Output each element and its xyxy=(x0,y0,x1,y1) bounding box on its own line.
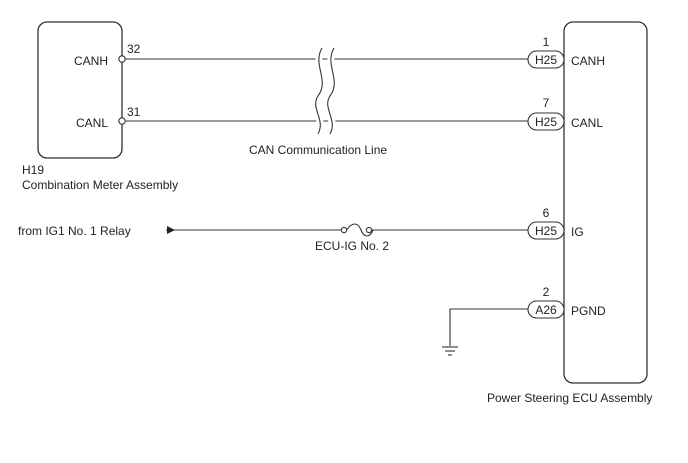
ecu-pin-pgnd-signal: PGND xyxy=(571,304,606,318)
ecu-pin-ig-signal: IG xyxy=(571,225,584,239)
ecu-ig-connector-shape xyxy=(527,221,565,240)
can-communication-line-label: CAN Communication Line xyxy=(249,143,387,157)
ecu-pin-canh-number: 1 xyxy=(543,35,550,49)
ground-wire xyxy=(449,308,528,346)
meter-pin-canl-number: 31 xyxy=(127,105,141,119)
fuse-label: ECU-IG No. 2 xyxy=(315,239,389,253)
ecu-pin-canl-number: 7 xyxy=(543,96,550,110)
ecu-pin-pgnd-connector: A26 xyxy=(535,303,557,317)
meter-canl-terminal xyxy=(118,117,126,125)
ecu-pin-pgnd-number: 2 xyxy=(543,285,550,299)
ecu-pin-canh-signal: CANH xyxy=(571,54,605,68)
ecu-canl-connector-shape xyxy=(527,112,565,131)
meter-canh-terminal xyxy=(118,55,126,63)
ecu-pin-canl: 7 H25 CANL xyxy=(527,96,603,131)
ecu-pin-pgnd: 2 A26 PGND xyxy=(527,285,606,319)
meter-pin-canh-number: 32 xyxy=(127,42,141,56)
fuse-icon xyxy=(340,223,374,237)
arrow-icon xyxy=(167,226,175,234)
ecu-pin-ig: 6 H25 IG xyxy=(527,206,584,240)
ecu-pin-canl-connector: H25 xyxy=(535,115,557,129)
ecu-canh-connector-shape xyxy=(527,50,565,69)
power-source-label: from IG1 No. 1 Relay xyxy=(18,224,131,238)
ecu-pin-canh: 1 H25 CANH xyxy=(527,35,605,69)
ecu-pin-ig-number: 6 xyxy=(543,206,550,220)
ecu-pgnd-connector-shape xyxy=(527,300,565,319)
meter-pin-canl-signal: CANL xyxy=(76,116,108,130)
meter-assembly-name: Combination Meter Assembly xyxy=(22,178,178,192)
ecu-pin-canh-connector: H25 xyxy=(535,53,557,67)
ecu-pin-ig-connector: H25 xyxy=(535,224,557,238)
twisted-pair-break-symbol xyxy=(312,46,338,136)
ecu-assembly-name: Power Steering ECU Assembly xyxy=(487,391,652,405)
meter-connector-code: H19 xyxy=(22,163,44,177)
ecu-pin-canl-signal: CANL xyxy=(571,116,603,130)
meter-pin-canh-signal: CANH xyxy=(74,54,108,68)
combination-meter-box xyxy=(37,21,123,159)
power-steering-ecu-box xyxy=(563,21,648,384)
ground-icon xyxy=(442,346,458,356)
